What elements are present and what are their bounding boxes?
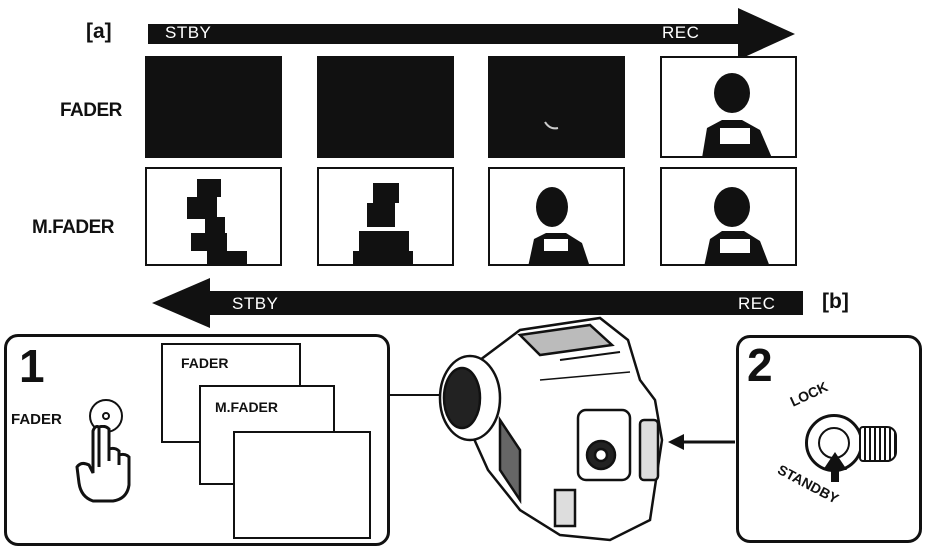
fader-button-label: FADER [11, 411, 62, 428]
label-a: [a] [86, 20, 112, 44]
child-figure-icon [490, 169, 625, 266]
mosaic-figure-icon [147, 169, 282, 266]
top-bar-rec: REC [662, 23, 699, 43]
mfader-frame-2 [317, 167, 454, 266]
mosaic-figure-icon [319, 169, 454, 266]
lock-label: LOCK [787, 378, 830, 409]
row-label-fader: FADER [60, 100, 122, 122]
screen-off [233, 431, 371, 539]
switch-grip [859, 426, 897, 462]
label-b: [b] [822, 290, 849, 314]
row-label-mfader: M.FADER [32, 217, 114, 239]
child-figure-icon [662, 58, 797, 158]
child-figure-icon [662, 169, 797, 266]
fader-frame-3 [488, 56, 625, 158]
bottom-bar-stby: STBY [232, 294, 278, 314]
fader-frame-4 [660, 56, 797, 158]
step-1-panel: 1 FADER FADER M.FADER [4, 334, 390, 546]
mfader-frame-4 [660, 167, 797, 266]
step-1-number: 1 [19, 343, 45, 389]
bottom-bar-rec: REC [738, 294, 775, 314]
fader-frame-1 [145, 56, 282, 158]
mfader-frame-3 [488, 167, 625, 266]
mfader-frame-1 [145, 167, 282, 266]
faint-figure-icon [490, 58, 625, 158]
step-2-panel: 2 LOCK STANDBY [736, 335, 922, 543]
hand-press-icon [69, 425, 149, 505]
fader-frame-2 [317, 56, 454, 158]
top-bar-stby: STBY [165, 23, 211, 43]
screen-fader-label: FADER [181, 355, 228, 371]
camcorder-icon [440, 318, 662, 540]
step-2-number: 2 [747, 342, 773, 388]
arrow-left-icon [668, 434, 684, 450]
screen-mfader-label: M.FADER [215, 399, 278, 415]
arrow-up-icon [815, 446, 855, 486]
